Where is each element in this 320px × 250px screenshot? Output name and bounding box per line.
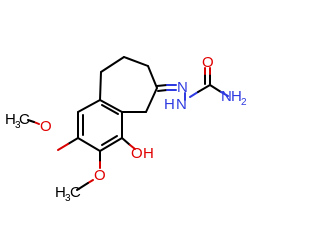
cycloheptane-ring — [99, 56, 158, 113]
bond — [100, 56, 125, 73]
bond — [197, 84, 211, 93]
bond — [147, 65, 158, 89]
bond — [209, 84, 222, 93]
double-bond — [157, 89, 168, 92]
hydrazone-n-label: N — [177, 79, 188, 96]
substituent-bonds — [27, 119, 136, 191]
double-bond-inner — [101, 135, 118, 146]
bond — [76, 182, 89, 191]
methyl-left-h-label: H — [5, 111, 16, 128]
bond — [77, 99, 101, 113]
double-bond — [156, 84, 168, 87]
hydroxyl-h-label: H — [143, 145, 154, 162]
bond — [121, 137, 131, 146]
methyl-bottom-h-label: H — [55, 184, 66, 201]
bond — [99, 137, 123, 152]
bond — [129, 144, 136, 150]
amide-h-count: 2 — [241, 97, 247, 108]
bond — [220, 91, 229, 97]
bond — [123, 56, 149, 67]
methyl-bottom-c-label: C — [70, 184, 81, 201]
bond — [99, 71, 102, 101]
bond — [145, 87, 158, 113]
amide-h-label: H — [231, 88, 242, 105]
hydroxyl-o-label: O — [131, 145, 143, 162]
methoxy-o-bottom-label: O — [94, 167, 106, 184]
semicarbazone-chain — [156, 67, 229, 101]
carbonyl-o-label: O — [202, 54, 214, 71]
nh-h-label: H — [164, 96, 175, 113]
bond — [67, 137, 79, 145]
methyl-left-c-label: C — [19, 111, 30, 128]
bond — [189, 91, 199, 98]
methyl-left-h-count: 3 — [15, 120, 21, 131]
methoxy-o-left-label: O — [40, 118, 52, 135]
bond — [99, 99, 123, 113]
bond — [27, 119, 35, 123]
bond — [77, 137, 101, 152]
benzene-ring — [77, 99, 123, 152]
double-bond-inner — [101, 104, 119, 115]
amide-n-label: N — [221, 88, 232, 105]
methyl-bottom-h-count: 3 — [65, 193, 71, 204]
molecule-diagram: O H O N H N N H 2 O H 3 C O H 3 C — [5, 54, 247, 204]
bond — [57, 143, 69, 151]
nh-n-label: N — [176, 96, 187, 113]
